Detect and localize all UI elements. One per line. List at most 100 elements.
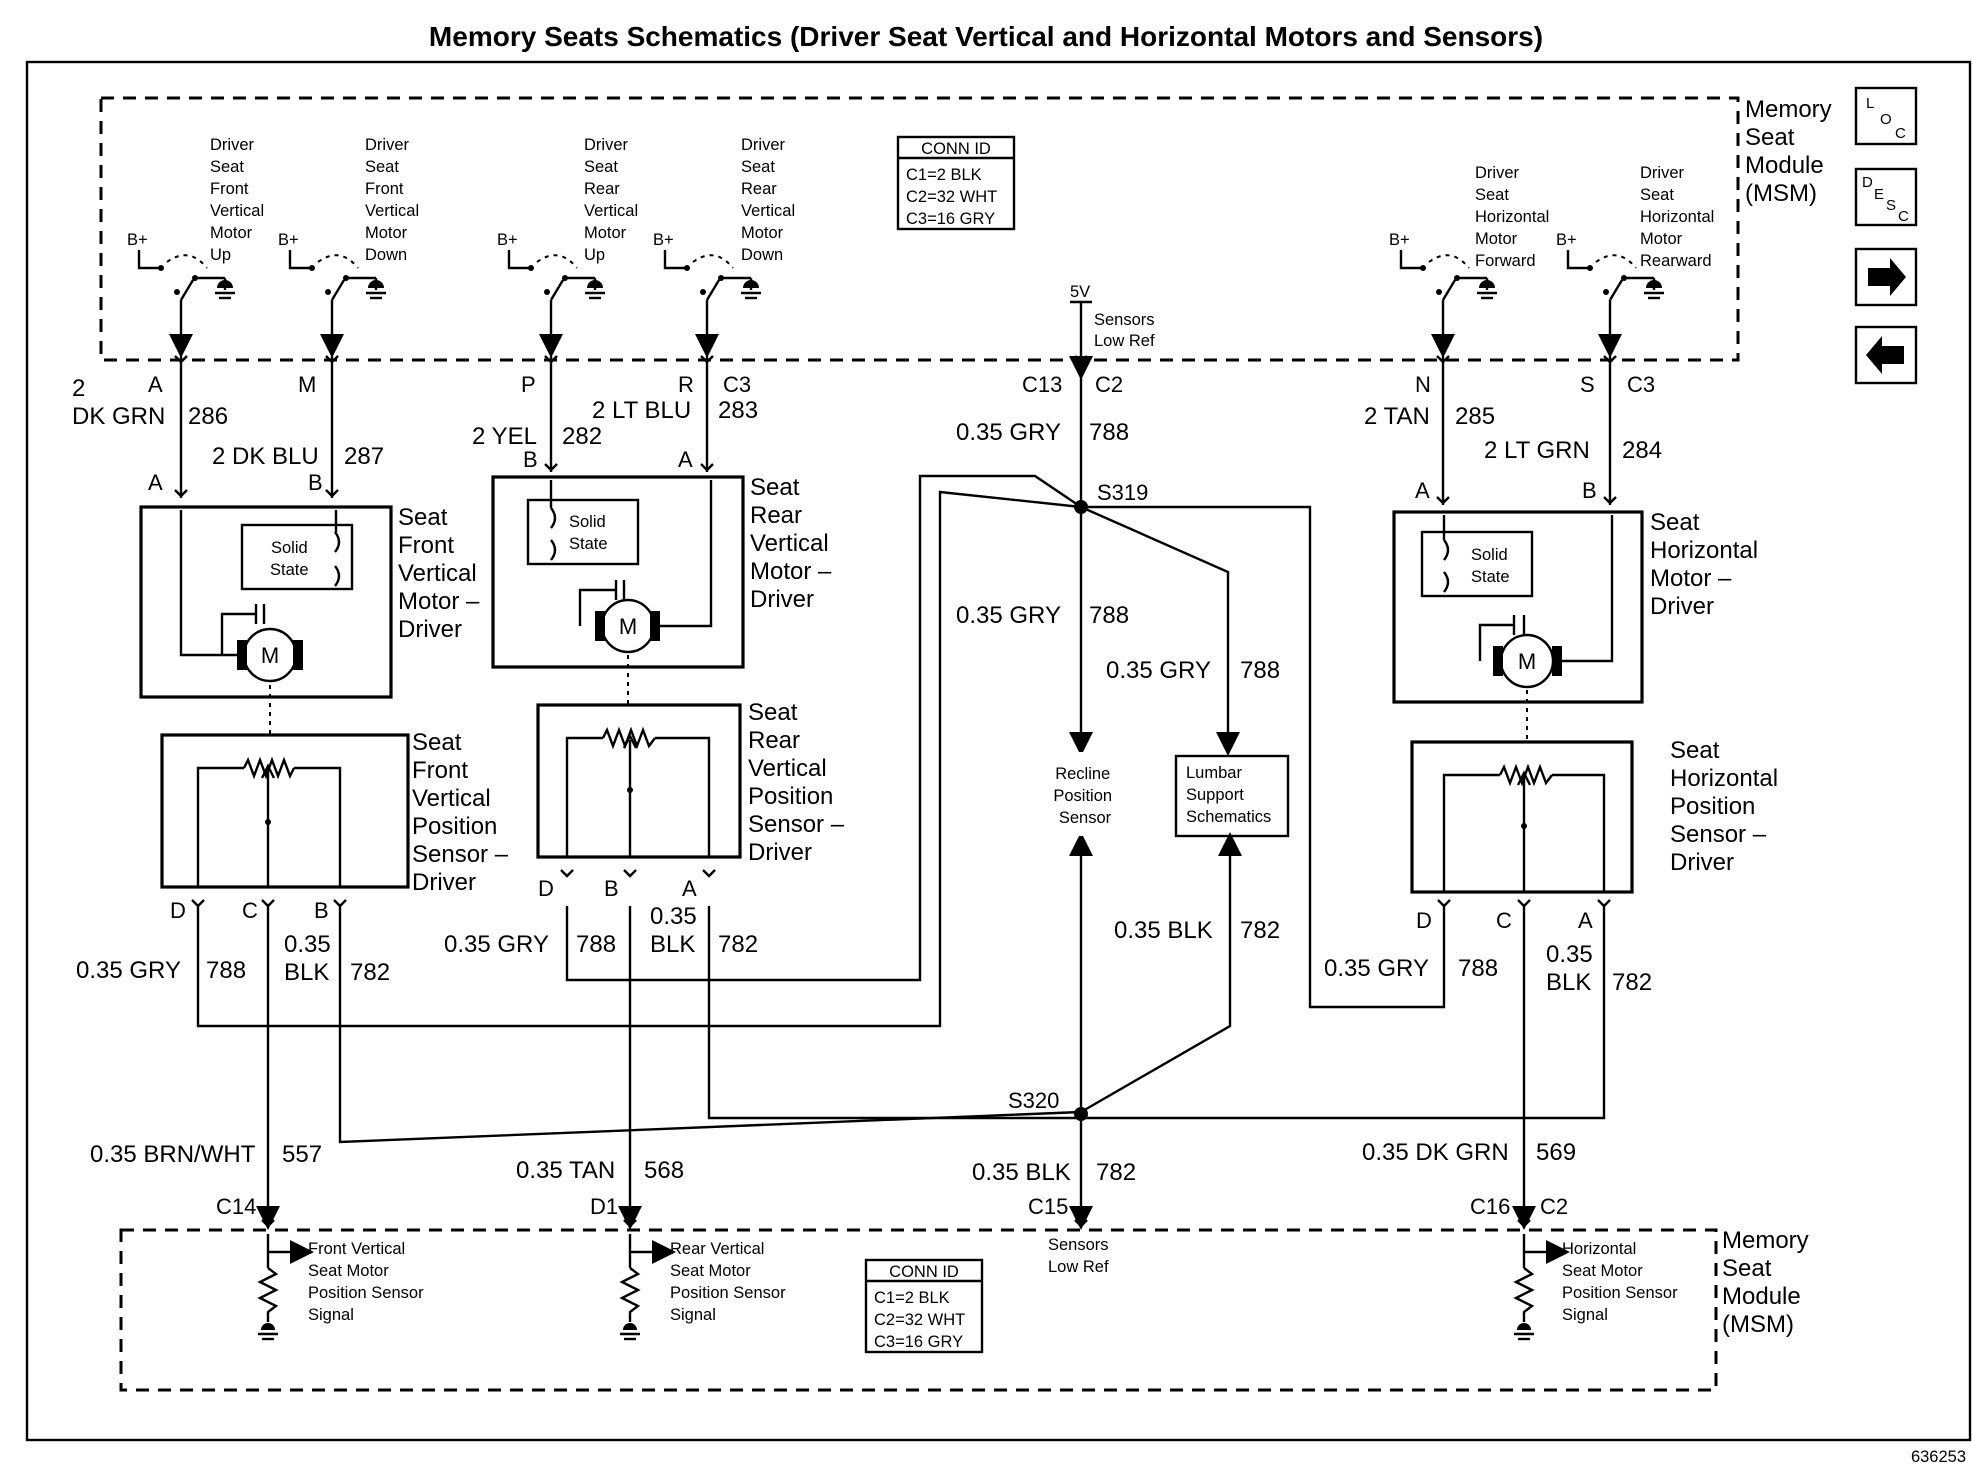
connector-chevron (1074, 1219, 1088, 1228)
signal-resistors (257, 1234, 1570, 1341)
svg-text:568: 568 (644, 1157, 684, 1184)
module-name-top: Memory Seat Module (MSM) (1745, 96, 1838, 207)
connector-chevron (700, 463, 714, 472)
switch-label-horiz-rearward: Driver Seat Horizontal Motor Rearward (1640, 164, 1719, 270)
splice-s320 (1074, 1107, 1088, 1121)
bplus-label: B+ (127, 231, 148, 249)
svg-text:Sensors: Sensors (1094, 311, 1155, 329)
svg-text:C2=32 WHT: C2=32 WHT (906, 188, 997, 206)
svg-text:0.35 BRN/WHT: 0.35 BRN/WHT (90, 1141, 256, 1168)
svg-text:Low Ref: Low Ref (1094, 332, 1155, 350)
svg-text:782: 782 (718, 931, 758, 958)
connector-chevron (325, 489, 339, 498)
svg-text:C3=16 GRY: C3=16 GRY (906, 210, 995, 228)
svg-text:0.35 GRY: 0.35 GRY (1324, 955, 1429, 982)
svg-text:C1=2 BLK: C1=2 BLK (874, 1289, 950, 1307)
right-arrow-icon (1868, 258, 1906, 296)
page-frame (25, 60, 1972, 1442)
conn-id-box-bottom: CONN ID C1=2 BLK C2=32 WHT C3=16 GRY (864, 1258, 984, 1354)
svg-text:286: 286 (188, 403, 228, 430)
connector-chevron (174, 489, 188, 498)
connector-chevrons (174, 355, 1617, 1228)
pin-labels: A M P R C3 C13 C2 N S C3 A B B A A B D C… (148, 372, 1655, 1219)
svg-text:D1: D1 (590, 1194, 618, 1219)
svg-text:C: C (1898, 208, 1909, 225)
svg-text:B: B (1582, 478, 1597, 503)
lumbar-support-schematics: Lumbar Support Schematics (1174, 754, 1290, 838)
rear-position-sensor: Seat Rear Vertical Position Sensor – Dri… (536, 699, 845, 866)
rear-vertical-motor: Solid State M Seat Rear Vertical Motor –… (491, 474, 838, 669)
svg-text:788: 788 (576, 931, 616, 958)
svg-text:BLK: BLK (650, 931, 695, 958)
svg-text:782: 782 (350, 959, 390, 986)
svg-text:283: 283 (718, 397, 758, 424)
switch-horiz-forward: B+ (1389, 231, 1497, 358)
desc-button[interactable]: D E S C (1854, 167, 1918, 227)
connector-chevron (261, 899, 275, 908)
svg-text:B: B (523, 447, 538, 472)
horiz-sensor-label: Seat Horizontal Position Sensor – Driver (1670, 737, 1785, 876)
svg-text:D: D (1862, 174, 1873, 191)
signal-label-horiz: Horizontal Seat Motor Position Sensor Si… (1562, 1240, 1682, 1324)
relay-switches: B+B+B+B+B+B+ (127, 231, 1664, 358)
splice-s319 (1074, 500, 1088, 514)
connector-chevron (1074, 355, 1088, 364)
motor-symbol-1: M (261, 643, 279, 668)
svg-text:C13: C13 (1022, 372, 1062, 397)
svg-text:C: C (1496, 908, 1512, 933)
svg-text:788: 788 (206, 957, 246, 984)
connector-chevron (1597, 899, 1611, 908)
module-name-bottom: Memory Seat Module (MSM) (1722, 1227, 1815, 1338)
next-arrow-button[interactable] (1854, 247, 1918, 307)
svg-text:B: B (604, 876, 619, 901)
loc-button[interactable]: L O C (1854, 86, 1918, 146)
svg-text:CONN ID: CONN ID (921, 140, 991, 158)
signal-label-front: Front Vertical Seat Motor Position Senso… (308, 1240, 428, 1324)
svg-text:782: 782 (1612, 969, 1652, 996)
prev-arrow-button[interactable] (1854, 325, 1918, 385)
svg-text:557: 557 (282, 1141, 322, 1168)
svg-text:788: 788 (1240, 657, 1280, 684)
rear-motor-label: Seat Rear Vertical Motor – Driver (750, 474, 838, 613)
svg-text:287: 287 (344, 443, 384, 470)
svg-text:569: 569 (1536, 1139, 1576, 1166)
connector-chevron (560, 869, 574, 878)
svg-text:2 TAN: 2 TAN (1364, 403, 1430, 430)
svg-text:D: D (1416, 908, 1432, 933)
svg-text:C2: C2 (1095, 372, 1123, 397)
svg-text:A: A (148, 372, 163, 397)
connector-chevron (325, 355, 339, 364)
connector-chevron (700, 355, 714, 364)
motor-symbol-3: M (1518, 649, 1536, 674)
svg-text:782: 782 (1240, 917, 1280, 944)
conn-id-box-top: CONN ID C1=2 BLK C2=32 WHT C3=16 GRY (896, 135, 1016, 231)
connector-chevron (702, 869, 716, 878)
svg-text:Lumbar Support Sch: Lumbar Support Schematics (1186, 764, 1271, 826)
bplus-label: B+ (497, 231, 518, 249)
svg-text:788: 788 (1089, 419, 1129, 446)
svg-text:0.35 GRY: 0.35 GRY (76, 957, 181, 984)
svg-text:A: A (1578, 908, 1593, 933)
svg-text:S: S (1886, 197, 1896, 214)
svg-text:285: 285 (1455, 403, 1495, 430)
connector-chevron (191, 899, 205, 908)
wire-labels: 2 DK GRN 286 2 DK BLU 287 2 YEL 282 2 LT… (72, 375, 1662, 1186)
svg-text:A: A (682, 876, 697, 901)
recline-position-sensor: Recline Position Sensor (1050, 752, 1120, 836)
splice-s320-label: S320 (1008, 1088, 1059, 1113)
solid-state-label-3: Solid State (1471, 546, 1512, 586)
connector-chevron (1436, 355, 1450, 364)
svg-text:2 LT GRN: 2 LT GRN (1484, 437, 1590, 464)
svg-text:Sensors: Sensors (1048, 1236, 1109, 1254)
svg-text:0.35 GRY: 0.35 GRY (444, 931, 549, 958)
switch-label-horiz-forward: Driver Seat Horizontal Motor Forward (1475, 164, 1554, 270)
svg-text:0.35 BLK: 0.35 BLK (1114, 917, 1213, 944)
svg-text:DK GRN: DK GRN (72, 403, 165, 430)
connector-chevron (1436, 496, 1450, 505)
signal-label-rear: Rear Vertical Seat Motor Position Sensor… (670, 1240, 790, 1324)
svg-text:C2=32 WHT: C2=32 WHT (874, 1311, 965, 1329)
svg-text:CONN ID: CONN ID (889, 1263, 959, 1281)
connector-chevron (544, 355, 558, 364)
horizontal-position-sensor: Seat Horizontal Position Sensor – Driver (1410, 737, 1785, 894)
svg-text:BLK: BLK (1546, 969, 1591, 996)
